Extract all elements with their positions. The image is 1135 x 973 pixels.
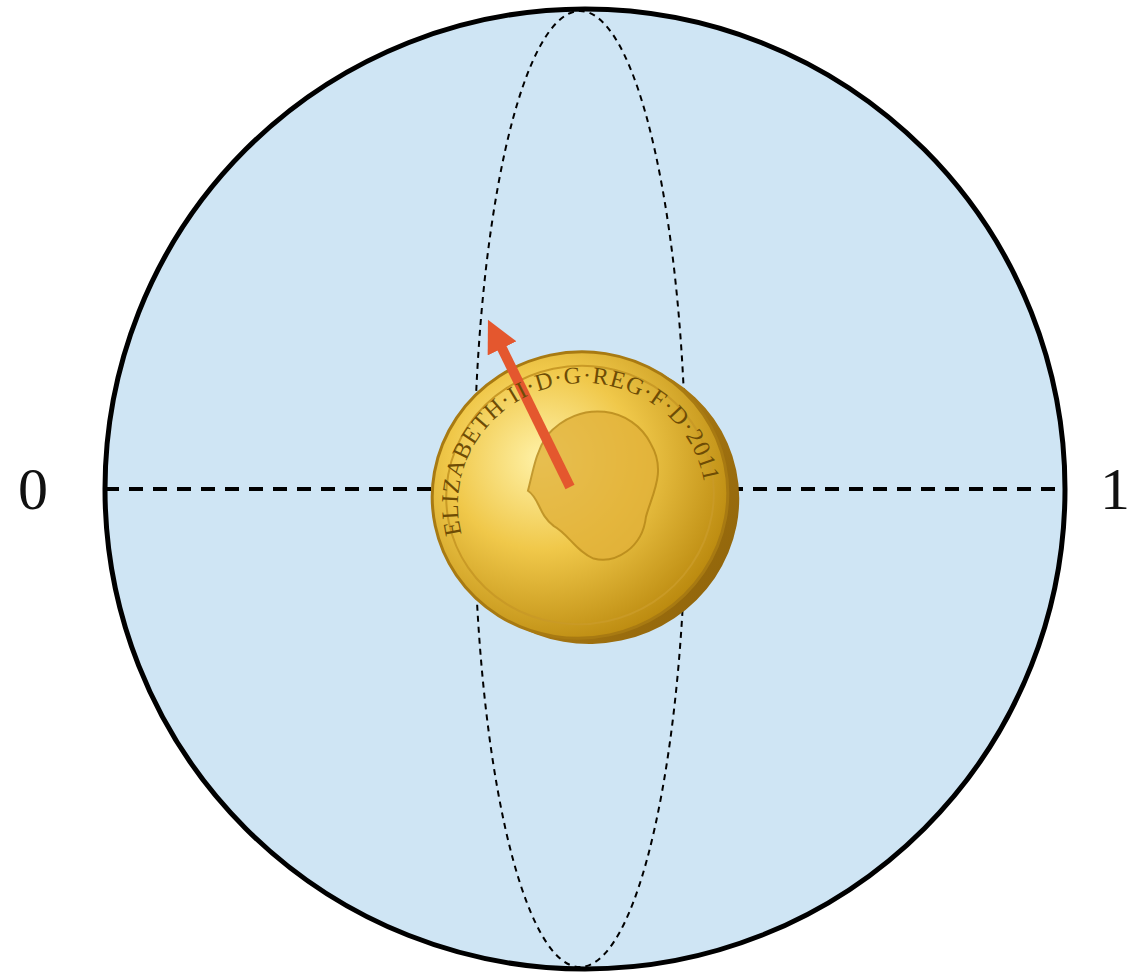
coin [406, 322, 766, 673]
sphere-outline [105, 9, 1065, 969]
coin-face [406, 324, 755, 665]
state-label: 1 [1100, 459, 1130, 519]
coin-inscription: ELIZABETH·II·D·G·REG·F·D·2011 [410, 335, 724, 539]
state-label: 0 [18, 459, 48, 519]
